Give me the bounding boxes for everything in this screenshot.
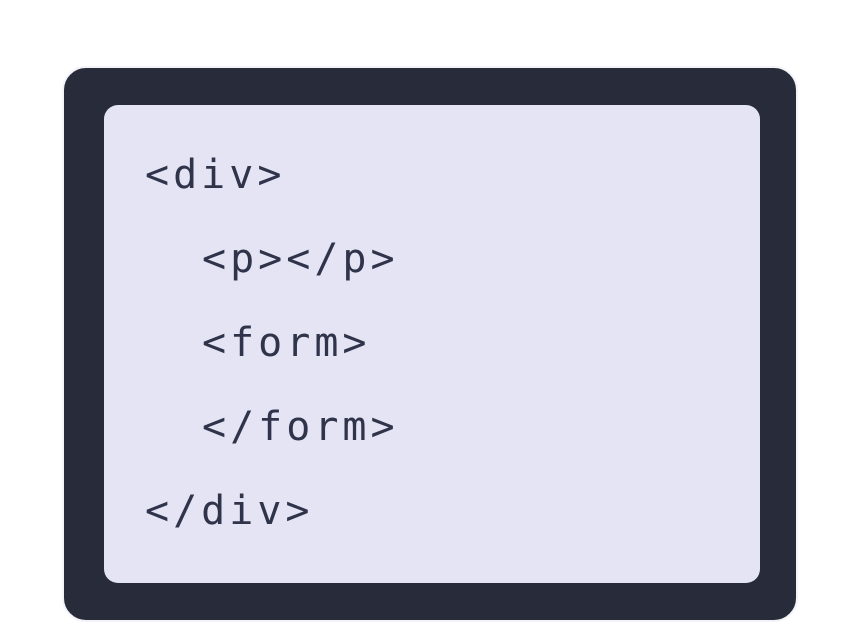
code-card: <div> <p></p> <form> </form> </div>	[62, 66, 798, 622]
code-block: <div> <p></p> <form> </form> </div>	[104, 105, 760, 583]
code-line: </div>	[145, 488, 314, 534]
code-line: </form>	[202, 404, 399, 450]
code-line: <p></p>	[202, 236, 399, 282]
code-line: <div>	[145, 152, 286, 198]
code-line: <form>	[202, 320, 371, 366]
